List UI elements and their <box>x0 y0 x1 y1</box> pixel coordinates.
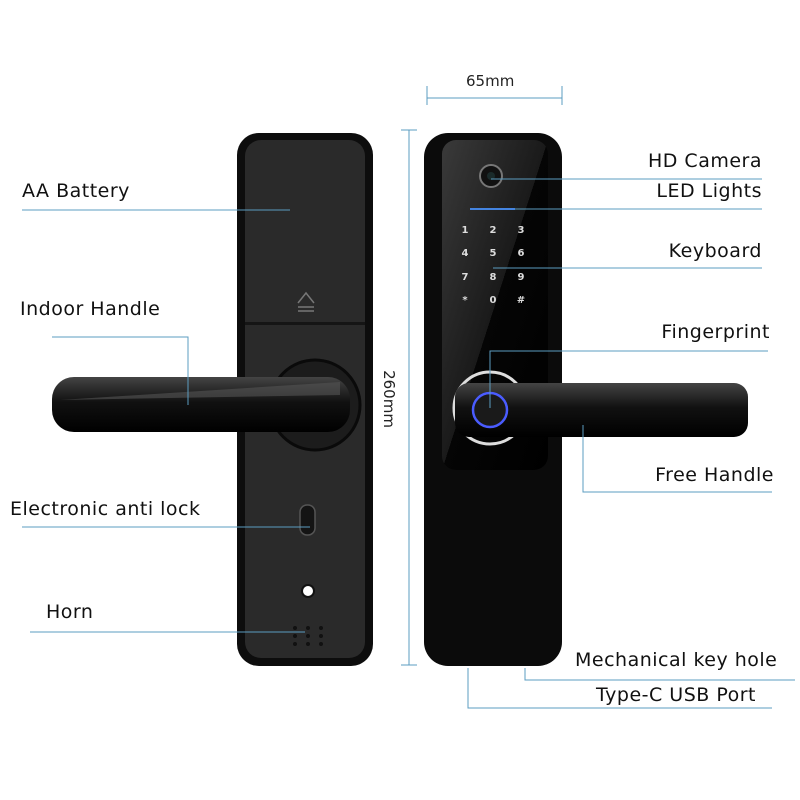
key-4[interactable]: 4 <box>461 248 469 259</box>
key-6[interactable]: 6 <box>517 248 525 259</box>
label-usb-port: Type-C USB Port <box>596 684 757 706</box>
leader-lines <box>22 178 795 709</box>
label-led-lights: LED Lights <box>656 180 762 202</box>
label-indoor-handle: Indoor Handle <box>20 298 161 320</box>
key-8[interactable]: 8 <box>489 272 497 283</box>
key-7[interactable]: 7 <box>461 272 469 283</box>
label-key-hole: Mechanical key hole <box>575 649 778 671</box>
key-hole-indoor <box>301 584 315 598</box>
label-keyboard: Keyboard <box>668 240 762 262</box>
label-fingerprint: Fingerprint <box>661 321 770 343</box>
key-star[interactable]: * <box>462 295 468 306</box>
width-dimension: 65mm <box>466 72 515 90</box>
dimension-lines <box>401 86 563 666</box>
battery-cover-arrow-icon <box>297 291 315 312</box>
anti-lock-switch <box>299 504 316 536</box>
height-dimension: 260mm <box>379 370 398 428</box>
key-5[interactable]: 5 <box>489 248 497 259</box>
key-0[interactable]: 0 <box>489 295 497 306</box>
handle-highlight <box>60 382 340 400</box>
label-hd-camera: HD Camera <box>647 150 762 172</box>
label-aa-battery: AA Battery <box>22 180 130 202</box>
key-1[interactable]: 1 <box>461 225 469 236</box>
key-hash[interactable]: # <box>516 295 526 306</box>
key-3[interactable]: 3 <box>517 225 525 236</box>
label-anti-lock: Electronic anti lock <box>10 498 201 520</box>
label-horn: Horn <box>46 601 94 623</box>
label-free-handle: Free Handle <box>655 464 774 486</box>
free-handle <box>455 383 748 437</box>
key-2[interactable]: 2 <box>489 225 497 236</box>
horn-grille-icon <box>293 626 323 646</box>
key-9[interactable]: 9 <box>517 272 525 283</box>
